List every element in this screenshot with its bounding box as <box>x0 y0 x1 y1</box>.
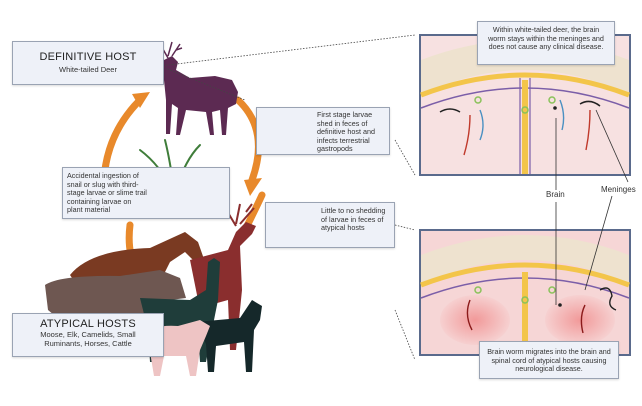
ingestion-text: Accidental ingestion of snail or slug wi… <box>67 171 147 215</box>
deer-panel-note: Within white-tailed deer, the brain worm… <box>477 21 615 65</box>
ingestion-box: Accidental ingestion of snail or slug wi… <box>62 167 230 219</box>
deer-icon <box>153 41 238 135</box>
definitive-host-title: DEFINITIVE HOST <box>39 51 137 63</box>
little-shedding-box: Little to no shedding of larvae in feces… <box>265 202 395 248</box>
little-shedding-text: Little to no shedding of larvae in feces… <box>321 206 386 233</box>
larvae-shed-text: First stage larvae shed in feces of defi… <box>317 110 375 154</box>
brain-label: Brain <box>545 190 566 199</box>
atypical-panel-note-text: Brain worm migrates into the brain and s… <box>487 347 611 374</box>
brain-cross-section-atypical-icon <box>419 229 631 356</box>
goat-icon <box>196 300 262 372</box>
definitive-host-subtitle: White-tailed Deer <box>59 65 117 74</box>
atypical-panel-note: Brain worm migrates into the brain and s… <box>479 341 619 379</box>
deer-panel-note-text: Within white-tailed deer, the brain worm… <box>488 25 604 52</box>
atypical-hosts-box: ATYPICAL HOSTS Moose, Elk, Camelids, Sma… <box>12 313 164 357</box>
meninges-label: Meninges <box>600 185 637 194</box>
atypical-hosts-subtitle: Moose, Elk, Camelids, Small Ruminants, H… <box>40 330 136 348</box>
horse-icon <box>70 232 205 290</box>
label-pointers <box>555 109 629 305</box>
definitive-host-box: DEFINITIVE HOST White-tailed Deer <box>12 41 164 85</box>
larvae-shed-box: First stage larvae shed in feces of defi… <box>256 107 390 155</box>
atypical-hosts-title: ATYPICAL HOSTS <box>40 318 136 330</box>
connector-lines <box>159 34 416 361</box>
